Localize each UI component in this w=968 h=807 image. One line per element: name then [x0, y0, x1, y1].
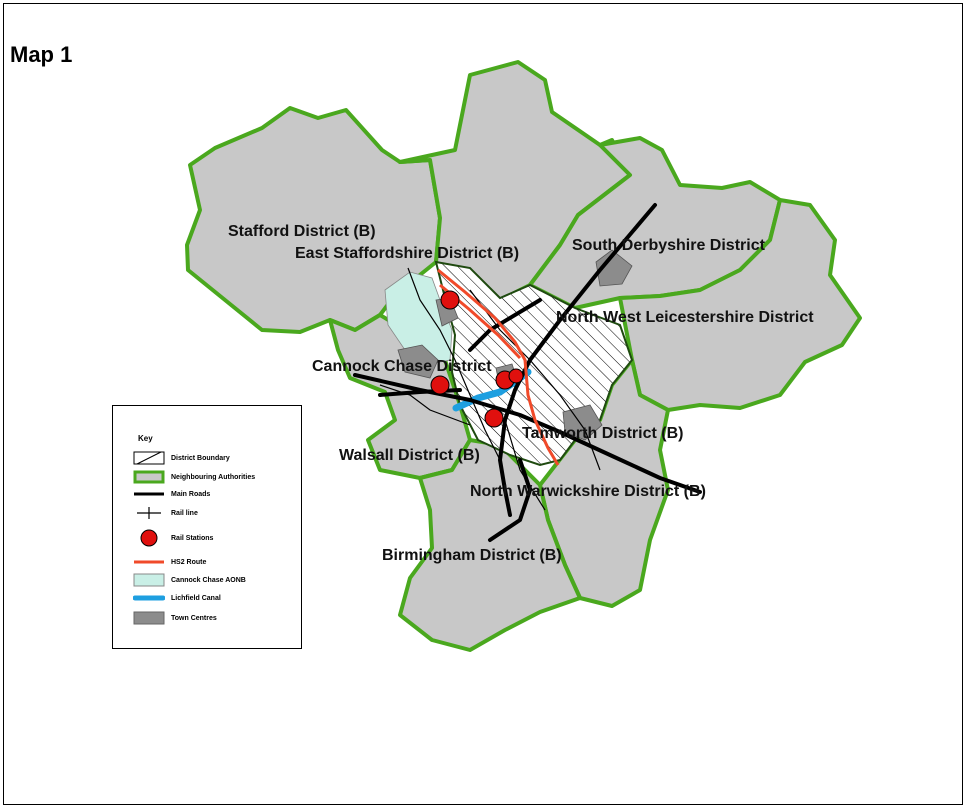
main-road-a38 — [498, 203, 657, 517]
key-item-rail-line: Rail line — [133, 505, 198, 521]
key-item-main-roads: Main Roads — [133, 486, 210, 502]
key-title: Key — [138, 434, 153, 443]
key-label: HS2 Route — [171, 558, 207, 566]
map-key: Key District Boundary Neighbouring Autho… — [112, 405, 302, 649]
cannock-chase-aonb — [384, 271, 453, 366]
label-stafford: Stafford District (B) — [228, 223, 376, 240]
rail-station-tamworth — [484, 408, 504, 428]
dark-grey-box-icon — [133, 611, 165, 625]
town-centre-burton — [595, 249, 633, 287]
blue-line-icon — [133, 591, 165, 605]
key-label: Rail line — [171, 509, 198, 517]
key-item-neighbouring-authorities: Neighbouring Authorities — [133, 469, 255, 485]
label-east-staffordshire: East Staffordshire District (B) — [295, 245, 519, 262]
hs2-route — [437, 268, 560, 466]
red-line-icon — [133, 555, 165, 569]
rail-station-rugeley — [440, 290, 460, 310]
red-circle-icon — [133, 529, 165, 547]
label-birmingham: Birmingham District (B) — [382, 547, 562, 564]
main-road-north — [468, 298, 542, 352]
rail-line-west — [407, 267, 501, 461]
label-south-derbyshire: South Derbyshire District — [572, 237, 766, 254]
rail-line-east — [469, 289, 601, 471]
map-title: Map 1 — [10, 42, 73, 67]
key-label: District Boundary — [171, 454, 230, 462]
pale-cyan-box-icon — [133, 573, 165, 587]
main-road-south — [488, 458, 532, 542]
key-item-cannock-chase-aonb: Cannock Chase AONB — [133, 572, 246, 588]
town-centre-cannock — [397, 344, 439, 379]
rail-station-lichfield-tv — [508, 368, 524, 384]
key-label: Neighbouring Authorities — [171, 473, 256, 481]
key-label: Town Centres — [171, 614, 217, 622]
key-item-town-centres: Town Centres — [133, 610, 217, 626]
grey-green-box-icon — [133, 470, 165, 484]
key-item-rail-stations: Rail Stations — [133, 529, 214, 547]
key-label: Rail Stations — [171, 534, 214, 542]
key-item-district-boundary: District Boundary — [133, 450, 230, 466]
key-label: Cannock Chase AONB — [171, 576, 246, 584]
label-north-warwickshire: North Warwickshire District (B) — [470, 483, 706, 500]
rail-cross-icon — [133, 506, 165, 520]
rail-line-branch — [379, 384, 471, 426]
key-item-hs2-route: HS2 Route — [133, 554, 206, 570]
label-cannock-chase: Cannock Chase District — [312, 358, 492, 375]
label-tamworth: Tamworth District (B) — [522, 425, 683, 442]
north-west-leicestershire-district-area — [618, 198, 862, 412]
rail-station-cannock — [430, 375, 450, 395]
hatched-box-icon — [133, 451, 165, 465]
rail-line-south — [504, 419, 546, 511]
label-north-west-leicestershire: North West Leicestershire District — [556, 309, 814, 326]
key-label: Lichfield Canal — [171, 594, 221, 602]
key-label: Main Roads — [171, 490, 211, 498]
label-walsall: Walsall District (B) — [339, 447, 480, 464]
black-line-icon — [133, 487, 165, 501]
key-item-lichfield-canal: Lichfield Canal — [133, 590, 221, 606]
